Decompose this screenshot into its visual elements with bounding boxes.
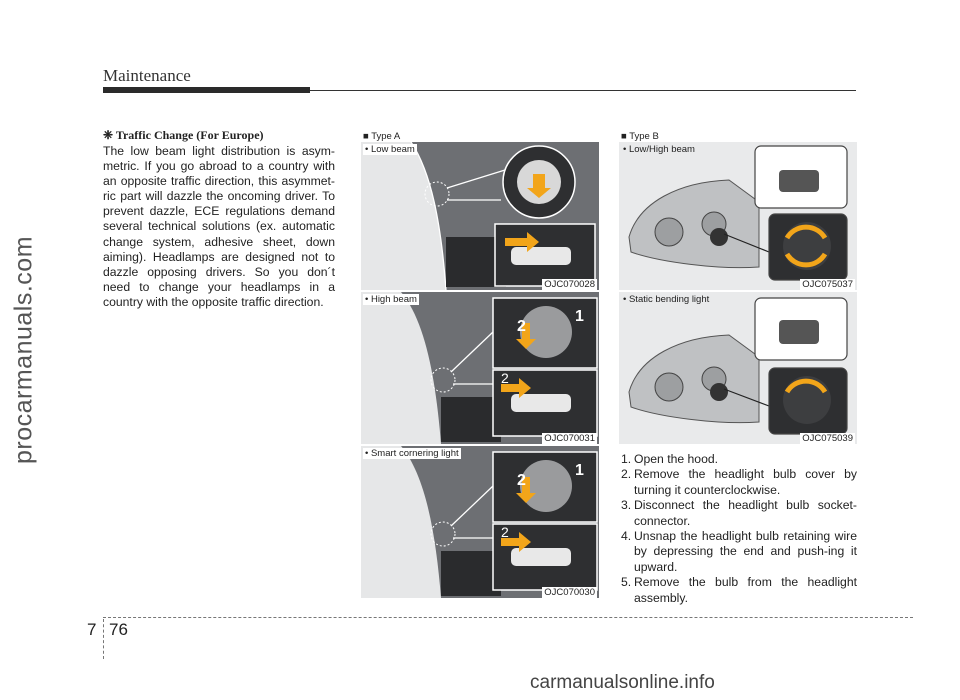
figure-code-low-beam: OJC070028 (542, 279, 597, 290)
callout-2-inset: 2 (501, 524, 509, 540)
callout-2: 2 (517, 318, 526, 335)
engine-bay-illustration (361, 446, 599, 598)
step-item: 1.Open the hood. (621, 452, 719, 466)
side-watermark-text: procarmanuals.com (9, 235, 38, 465)
callout-1: 1 (575, 462, 584, 479)
caption-low-high-beam: • Low/High beam (621, 144, 697, 155)
figure-code-low-high-beam: OJC075037 (800, 279, 855, 290)
step-item: 2.Remove the headlight bulb cover by tur… (621, 467, 857, 497)
engine-bay-illustration (361, 292, 599, 444)
step-item: 3.Disconnect the headlight bulb socket-c… (621, 498, 857, 528)
bottom-watermark: carmanualsonline.info (530, 672, 715, 693)
figure-static-bending-light: • Static bending light OJC075039 (619, 292, 857, 444)
note-title: ❈ Traffic Change (For Europe) (103, 128, 264, 143)
step-item: 5.Remove the bulb from the headlight ass… (621, 575, 857, 605)
figure-code-static-bending-light: OJC075039 (800, 433, 855, 444)
callout-1: 1 (575, 308, 584, 325)
step-item: 4.Unsnap the headlight bulb retaining wi… (621, 529, 857, 574)
footer-divider (103, 619, 104, 659)
procedure-steps: 1.Open the hood. 2.Remove the headlight … (621, 452, 857, 606)
header-rule (310, 90, 856, 91)
caption-static-bending-light: • Static bending light (621, 294, 712, 305)
figure-high-beam: • High beam 1 2 2 OJC070031 (361, 292, 599, 444)
note-body: The low beam light distribution is asym-… (103, 144, 335, 309)
engine-bay-illustration (361, 142, 599, 290)
caption-smart-cornering-light: • Smart cornering light (363, 448, 461, 459)
caption-low-beam: • Low beam (363, 144, 417, 155)
headlamp-assembly-illustration (619, 292, 857, 444)
side-watermark: procarmanuals.com (0, 0, 48, 700)
figure-code-smart-cornering-light: OJC070030 (542, 587, 597, 598)
section-title: Maintenance (103, 66, 191, 85)
figure-low-high-beam: • Low/High beam OJC075037 (619, 142, 857, 290)
caption-high-beam: • High beam (363, 294, 419, 305)
chapter-number: 7 (87, 620, 97, 639)
type-b-heading: ■ Type B (621, 131, 659, 142)
page-number: 76 (109, 620, 128, 639)
callout-2-inset: 2 (501, 370, 509, 386)
figure-smart-cornering-light: • Smart cornering light 1 2 2 OJC070030 (361, 446, 599, 598)
type-a-heading: ■ Type A (363, 131, 401, 142)
figure-code-high-beam: OJC070031 (542, 433, 597, 444)
callout-2: 2 (517, 472, 526, 489)
header-bar (103, 87, 310, 93)
note-title-text: Traffic Change (For Europe) (115, 128, 264, 142)
figure-low-beam: • Low beam OJC070028 (361, 142, 599, 290)
headlamp-assembly-illustration (619, 142, 857, 290)
note-symbol-icon: ❈ (103, 128, 114, 142)
footer-rule (103, 617, 913, 618)
